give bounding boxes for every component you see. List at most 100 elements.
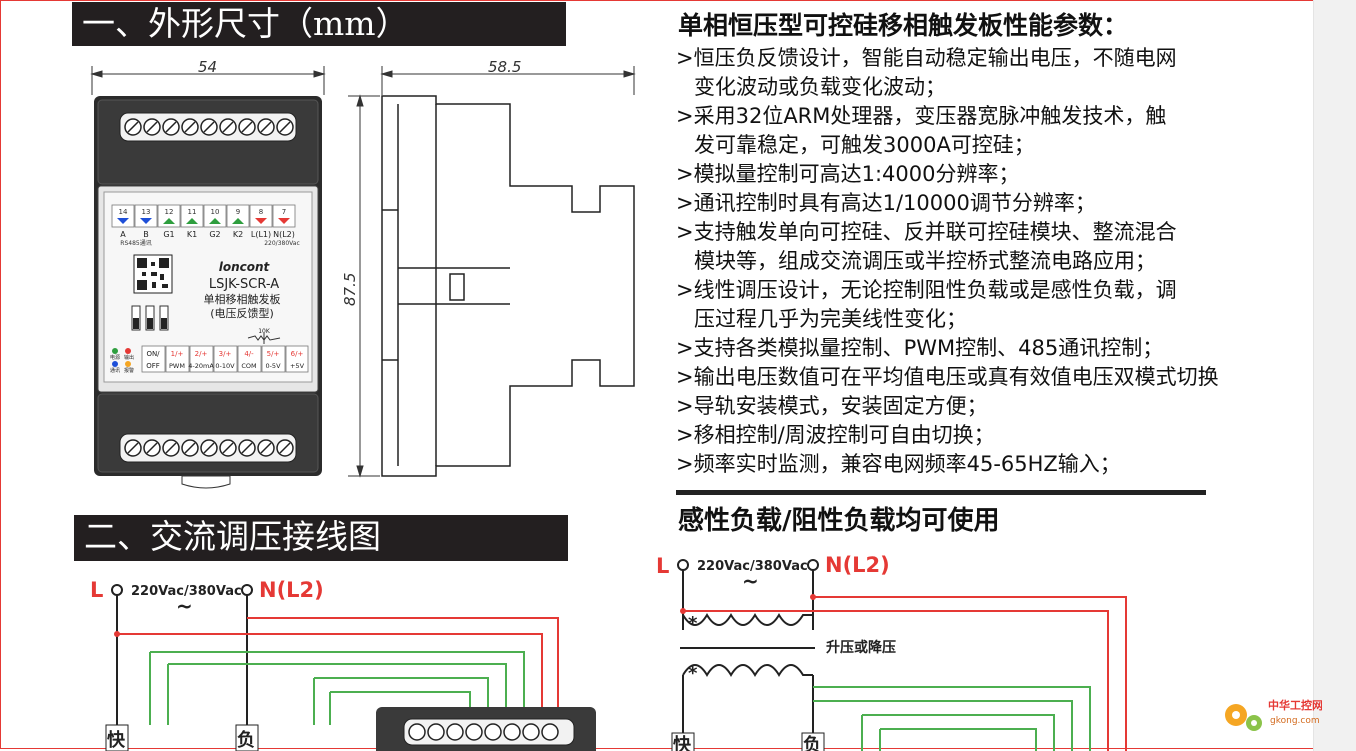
side-view bbox=[381, 95, 635, 477]
section2-title: 二、交流调压接线图 bbox=[84, 517, 381, 556]
terminal-number-10: 10 bbox=[211, 208, 220, 216]
left-load-label: 负 bbox=[237, 729, 255, 751]
power-led bbox=[112, 348, 118, 354]
dip-switches bbox=[131, 305, 169, 331]
terminal-label-a: A bbox=[120, 230, 126, 239]
height-text: 87.5 bbox=[341, 273, 359, 306]
right-load-label: 负 bbox=[803, 734, 821, 751]
feature-11: >频率实时监测，兼容电网频率45-65HZ输入； bbox=[676, 452, 1121, 476]
watermark-line2: gkong.com bbox=[1270, 716, 1320, 726]
transformer-label: 升压或降压 bbox=[826, 639, 896, 656]
terminal-number-7: 7 bbox=[282, 208, 286, 216]
transformer bbox=[680, 613, 815, 677]
comm-led-label: 通讯 bbox=[110, 367, 120, 374]
terminal-number-8: 8 bbox=[259, 208, 263, 216]
left-n-label: N(L2) bbox=[259, 578, 324, 602]
bottom-number-1: 1/+ bbox=[171, 350, 184, 358]
feature-4: >通讯控制时具有高达1/10000调节分辨率； bbox=[676, 191, 1096, 215]
output-led-label: 输出 bbox=[124, 354, 134, 361]
feature-2-line1: >采用32位ARM处理器，变压器宽脉冲触发技术，触 bbox=[676, 104, 1167, 128]
terminal-number-12: 12 bbox=[165, 208, 174, 216]
left-l-label: L bbox=[90, 578, 103, 602]
pot-label: 10K bbox=[258, 328, 271, 335]
terminal-label-k1: K1 bbox=[187, 230, 197, 239]
feature-6-line1: >线性调压设计，无论控制阻性负载或是感性负载，调 bbox=[676, 278, 1177, 302]
feature-1-line2: 变化波动或负载变化波动； bbox=[694, 75, 946, 99]
bottom-label-5v: +5V bbox=[290, 362, 305, 370]
dimension-drawing: 54 58.5 87.5 bbox=[90, 58, 636, 489]
right-fast-label: 快 bbox=[673, 734, 692, 751]
voltage-label: 220/380Vac bbox=[264, 240, 300, 247]
desc-line1: 单相移相触发板 bbox=[204, 292, 281, 306]
switch-on-label: ON/ bbox=[146, 350, 160, 358]
feature-5-line1: >支持触发单向可控硅、反并联可控硅模块、整流混合 bbox=[676, 220, 1177, 244]
terminal-label-l2: N(L2) bbox=[273, 230, 295, 239]
right-tilde: ~ bbox=[742, 569, 759, 593]
side-width-text: 58.5 bbox=[488, 58, 521, 76]
section1-title-banner: 一、外形尺寸（mm） bbox=[72, 2, 566, 46]
load-note: 感性负载/阻性负载均可使用 bbox=[678, 506, 1000, 536]
wiring-diagram-right: L 220Vac/380Vac ~ N(L2) * * 升压或降压 快 负 bbox=[656, 553, 1127, 751]
left-voltage-label: 220Vac/380Vac bbox=[131, 584, 242, 599]
feature-3: >模拟量控制可高达1:4000分辨率； bbox=[676, 162, 1020, 186]
terminal-label-g2: G2 bbox=[209, 230, 220, 239]
bottom-number-2: 2/+ bbox=[195, 350, 208, 358]
section2-title-banner: 二、交流调压接线图 bbox=[74, 515, 568, 561]
left-tilde: ~ bbox=[176, 594, 193, 618]
bottom-number-6: 6/+ bbox=[291, 350, 304, 358]
bottom-label-0-5v: 0-5V bbox=[265, 362, 281, 370]
bottom-label-0-10v: 0-10V bbox=[215, 362, 235, 370]
power-led-label: 电源 bbox=[110, 354, 120, 361]
bottom-number-5: 5/+ bbox=[267, 350, 280, 358]
qr-code bbox=[133, 254, 173, 294]
terminal-label-b: B bbox=[143, 230, 149, 239]
svg-text:*: * bbox=[688, 613, 698, 634]
height-dimension bbox=[348, 94, 380, 478]
section1-title: 一、外形尺寸（mm） bbox=[82, 4, 409, 43]
terminal-label-l1: L(L1) bbox=[251, 230, 271, 239]
feature-1-line1: >恒压负反馈设计，智能自动稳定输出电压，不随电网 bbox=[676, 46, 1177, 70]
watermark-line1: 中华工控网 bbox=[1268, 698, 1322, 712]
terminal-label-k2: K2 bbox=[233, 230, 243, 239]
features-title: 单相恒压型可控硅移相触发板性能参数： bbox=[678, 11, 1129, 40]
left-fast-label: 快 bbox=[107, 729, 126, 751]
vertical-scrollbar[interactable] bbox=[1313, 0, 1356, 751]
feature-6-line2: 压过程几乎为完美线性变化； bbox=[694, 307, 967, 331]
alarm-led bbox=[125, 361, 131, 367]
svg-text:*: * bbox=[688, 663, 698, 684]
feature-8: >输出电压数值可在平均值电压或真有效值电压双模式切换 bbox=[676, 365, 1219, 389]
output-led bbox=[125, 348, 131, 354]
terminal-number-14: 14 bbox=[119, 208, 128, 216]
model-text: LSJK-SCR-A bbox=[209, 277, 279, 292]
comm-led bbox=[112, 361, 118, 367]
front-width-text: 54 bbox=[198, 58, 217, 76]
side-width-dimension bbox=[380, 66, 636, 95]
features-list: >恒压负反馈设计，智能自动稳定输出电压，不随电网 变化波动或负载变化波动； >采… bbox=[676, 44, 1256, 479]
feature-7: >支持各类模拟量控制、PWM控制、485通讯控制； bbox=[676, 336, 1164, 360]
divider-rule bbox=[676, 490, 1206, 495]
terminal-number-13: 13 bbox=[142, 208, 151, 216]
right-n-label: N(L2) bbox=[825, 553, 890, 577]
switch-off-label: OFF bbox=[146, 362, 160, 370]
watermark: 中华工控网 gkong.com bbox=[1222, 693, 1323, 737]
right-l-label: L bbox=[656, 554, 669, 578]
rs485-label: RS485通讯 bbox=[120, 239, 151, 247]
feature-2-line2: 发可靠稳定，可触发3000A可控硅； bbox=[694, 133, 1035, 157]
feature-5-line2: 模块等，组成交流调压或半控桥式整流电路应用； bbox=[694, 249, 1156, 273]
bottom-label-pwm: PWM bbox=[169, 362, 185, 370]
alarm-led-label: 报警 bbox=[124, 367, 134, 374]
bottom-number-4: 4/- bbox=[244, 350, 254, 358]
feature-10: >移相控制/周波控制可自由切换； bbox=[676, 423, 995, 447]
wiring-diagram-left: L 220Vac/380Vac ~ N(L2) 快 负 bbox=[90, 578, 596, 751]
bottom-label-com: COM bbox=[241, 362, 256, 370]
feature-9: >导轨安装模式，安装固定方便； bbox=[676, 394, 988, 418]
terminal-label-g1: G1 bbox=[163, 230, 174, 239]
bottom-label-4-20ma: 4-20mA bbox=[188, 362, 214, 370]
brand-logo: loncont bbox=[219, 260, 271, 274]
right-voltage-label: 220Vac/380Vac bbox=[697, 559, 808, 574]
terminal-number-11: 11 bbox=[188, 208, 197, 216]
bottom-number-3: 3/+ bbox=[219, 350, 232, 358]
front-width-dimension bbox=[90, 66, 326, 95]
desc-line2: (电压反馈型) bbox=[210, 306, 274, 320]
front-view: 14 13 12 11 10 9 8 7 A B G1 K1 G2 K2 L(L… bbox=[94, 96, 322, 489]
